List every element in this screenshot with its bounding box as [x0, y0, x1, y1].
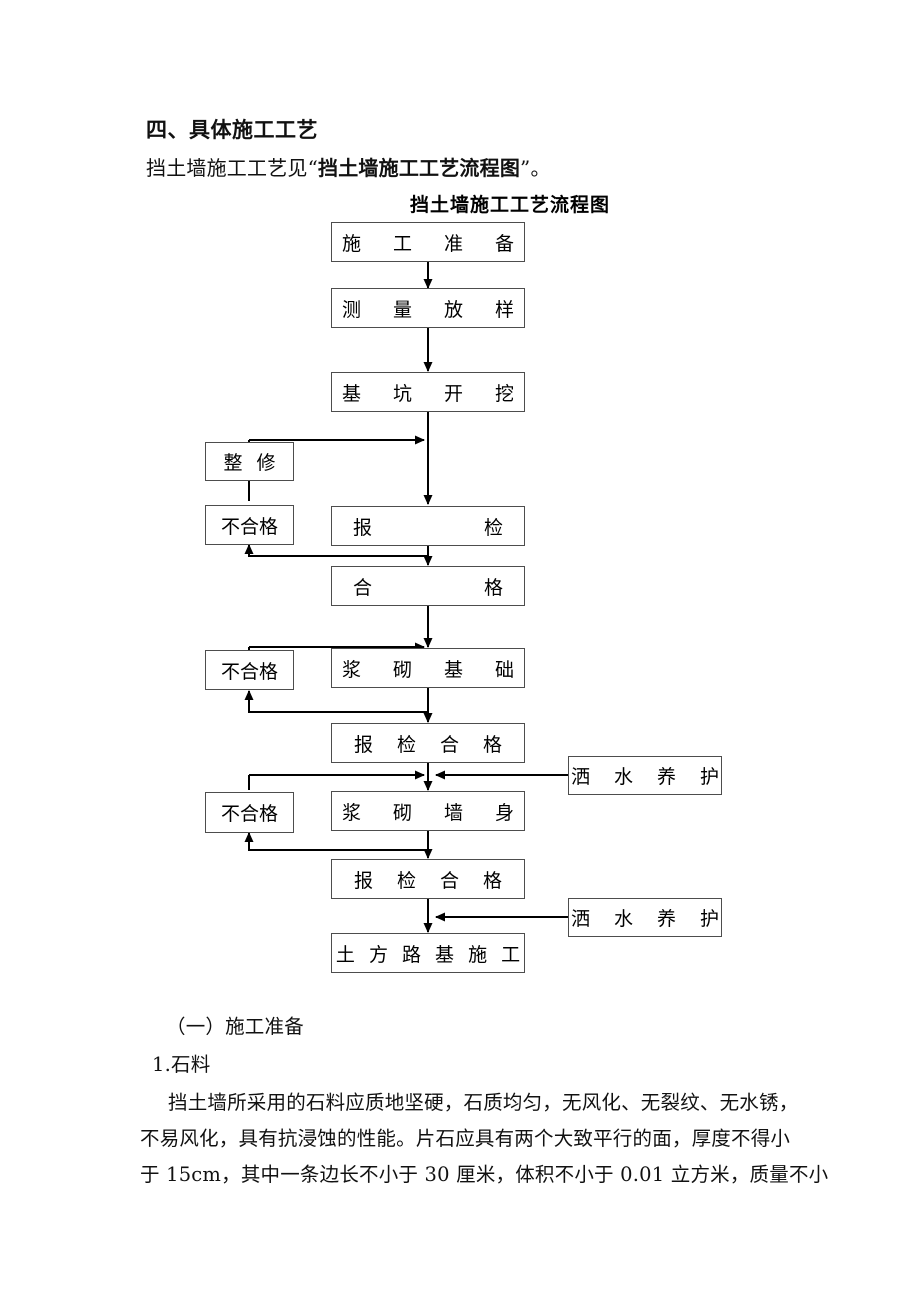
intro-paragraph: 挡土墙施工工艺见“挡土墙施工工艺流程图”。 [146, 152, 551, 181]
arrow-foundation-to-fail2 [244, 690, 428, 713]
flowchart-title: 挡土墙施工工艺流程图 [409, 194, 610, 216]
flow-node-survey[interactable]: 测 量 放 样 [331, 288, 525, 328]
flow-node-excavate[interactable]: 基 坑 开 挖 [331, 372, 525, 412]
flow-node-inspect-label: 报检 [353, 513, 503, 540]
flow-node-curing-2[interactable]: 洒 水 养 护 [568, 898, 722, 937]
arrow-inspect-to-fail1 [244, 544, 428, 557]
pass-char-1: 合 [353, 576, 373, 599]
inspect-char-2: 检 [483, 516, 503, 539]
flow-node-fail-3[interactable]: 不合格 [205, 792, 294, 833]
intro-bold-title: 挡土墙施工工艺流程图 [318, 156, 521, 180]
page-heading: 四、具体施工工艺 [146, 117, 318, 142]
inspect-char-1: 报 [353, 516, 373, 539]
paragraph-line-2: 不易风化，具有抗浸蚀的性能。片石应具有两个大致平行的面，厚度不得小 [140, 1127, 791, 1150]
arrow-wallbody-to-fail3 [244, 832, 428, 851]
flow-node-wallbody[interactable]: 浆 砌 墙 身 [331, 791, 525, 831]
flow-node-pass[interactable]: 合格 [331, 566, 525, 606]
intro-prefix: 挡土墙施工工艺见“ [146, 156, 319, 180]
item-heading: 1.石料 [152, 1053, 211, 1076]
flow-node-prep[interactable]: 施 工 准 备 [331, 222, 525, 262]
flow-node-inspect[interactable]: 报检 [331, 506, 525, 546]
pass-char-2: 格 [483, 576, 503, 599]
flow-node-passed-1[interactable]: 报 检 合 格 [331, 723, 525, 763]
flow-node-foundation[interactable]: 浆 砌 基 础 [331, 648, 525, 688]
flow-node-fail-1[interactable]: 不合格 [205, 505, 294, 545]
intro-suffix: ”。 [520, 156, 551, 180]
paragraph-line-3: 于 15cm，其中一条边长不小于 30 厘米，体积不小于 0.01 立方米，质量… [140, 1163, 829, 1186]
flow-node-curing-1[interactable]: 洒 水 养 护 [568, 756, 722, 795]
flow-node-pass-label: 合格 [353, 573, 503, 600]
paragraph-line-1: 挡土墙所采用的石料应质地坚硬，石质均匀，无风化、无裂纹、无水锈， [168, 1091, 799, 1114]
subsection-heading: （一）施工准备 [166, 1015, 304, 1038]
flow-node-repair[interactable]: 整 修 [205, 442, 294, 481]
flow-node-subgrade[interactable]: 土 方 路 基 施 工 [331, 933, 525, 973]
flow-node-passed-2[interactable]: 报 检 合 格 [331, 859, 525, 899]
flow-node-fail-2[interactable]: 不合格 [205, 650, 294, 690]
